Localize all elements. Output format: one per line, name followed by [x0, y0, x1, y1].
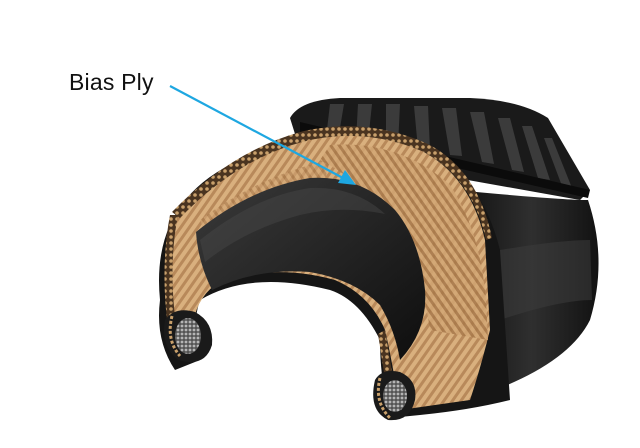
callout-arrow	[169, 85, 356, 185]
bead-left	[163, 310, 213, 363]
inner-liner	[196, 177, 426, 360]
bead-right	[373, 371, 416, 421]
bias-ply-label: Bias Ply	[69, 69, 154, 95]
